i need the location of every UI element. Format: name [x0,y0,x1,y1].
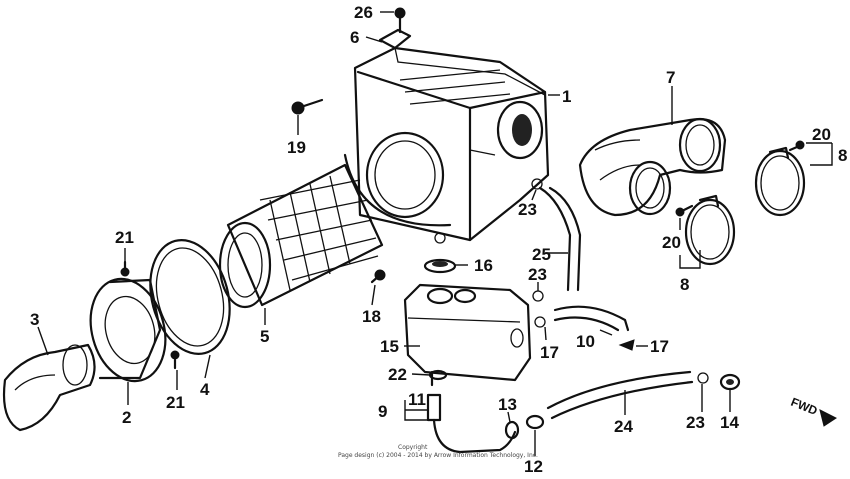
fwd-label: FWD [789,395,820,418]
drain-hose [432,418,517,454]
cleaner-cover [89,277,167,383]
copyright-notice: Copyright Page design (c) 2004 - 2014 by… [338,444,538,459]
breather-hose [538,186,582,292]
screw-upper [120,260,130,277]
callout-24: 24 [614,417,633,436]
clamp-screw-left [675,204,694,217]
callout-22: 22 [388,365,407,384]
filter-element [218,163,384,309]
callout-13: 13 [498,395,517,414]
mount-bolt [370,269,386,284]
hose-clip-lower [697,372,709,384]
clamp-screw-right [788,140,805,152]
screw-lower [170,350,180,370]
callout-25: 25 [532,245,551,264]
connecting-tube [578,117,727,217]
callout-1: 1 [562,87,571,106]
callout-21-upper: 21 [115,228,134,247]
air-cleaner-case [343,46,550,244]
copyright-line-2: Page design (c) 2004 - 2014 by Arrow Inf… [338,452,538,459]
callout-26: 26 [354,3,373,22]
callout-8-lower: 8 [680,275,689,294]
callout-23-upper: 23 [518,200,537,219]
callout-2: 2 [122,408,131,427]
forward-direction-indicator: FWD [789,395,837,427]
hose-clip-upper [531,178,543,190]
seal-ring [149,239,231,355]
hose-clip-middle [532,290,544,302]
callout-labels: 26 6 1 7 20 8 19 23 25 20 8 21 16 23 18 … [30,3,847,476]
tube-clamp-left [684,194,736,266]
callout-8-upper: 8 [838,146,847,165]
forward-arrow-icon [819,409,837,427]
copyright-line-1: Copyright [398,444,428,451]
drain-cap [719,373,741,391]
callout-23-lower: 23 [686,413,705,432]
callout-16: 16 [474,256,493,275]
callout-9: 9 [378,402,387,421]
callout-7: 7 [666,68,675,87]
callout-15: 15 [380,337,399,356]
tube-clamp-right [754,146,806,217]
breather-reservoir [403,283,532,387]
tube-clip-left [534,316,546,328]
callout-20-lower: 20 [662,233,681,252]
drain-tube [553,305,630,332]
callout-17-right: 17 [650,337,669,356]
side-bolt [291,98,324,115]
callout-12: 12 [524,457,543,476]
callout-3: 3 [30,310,39,329]
callout-4: 4 [200,380,210,399]
callout-23-middle: 23 [528,265,547,284]
callout-10: 10 [576,332,595,351]
callout-21-lower: 21 [166,393,185,412]
callout-20-upper: 20 [812,125,831,144]
callout-11: 11 [408,390,426,409]
callout-18: 18 [362,307,381,326]
bracket [378,28,412,50]
callout-19: 19 [287,138,306,157]
callout-17-left: 17 [540,343,559,362]
hose-joint [504,420,520,440]
top-bolt [394,7,406,34]
leader-lines [37,11,833,456]
intake-funnel [2,343,96,432]
long-drain-tube [546,370,694,420]
drain-plug [426,393,442,422]
hose-fitting [525,414,545,430]
callout-6: 6 [350,28,359,47]
tube-clip-right [618,339,635,351]
grommet [423,258,457,274]
callout-14: 14 [720,413,739,432]
callout-5: 5 [260,327,269,346]
